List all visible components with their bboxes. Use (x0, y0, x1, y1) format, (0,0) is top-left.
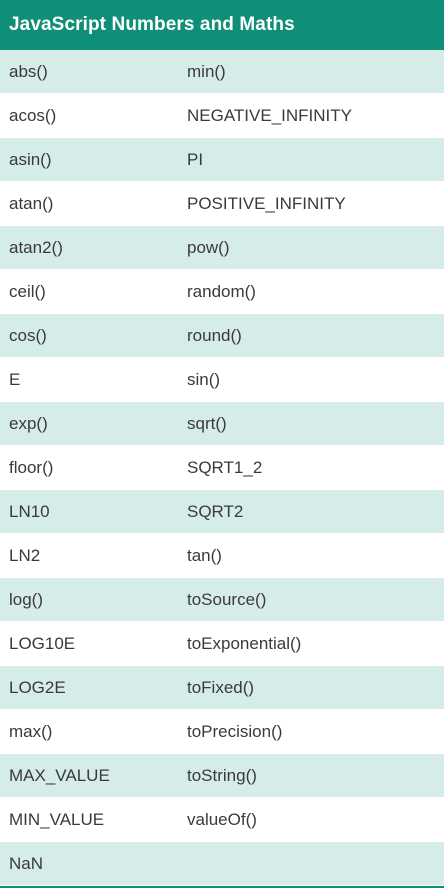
table-body: abs() min() acos() NEGATIVE_INFINITY asin() P… (0, 50, 444, 886)
table-row: LN2 tan() (0, 534, 444, 578)
table-row: LN10 SQRT2 (0, 490, 444, 534)
table-cell-left: LOG10E (9, 633, 76, 653)
table-cell-left: max() (9, 721, 53, 741)
table-cell-left: E (9, 369, 21, 389)
table-row: cos() round() (0, 314, 444, 358)
table-row: max() toPrecision() (0, 710, 444, 754)
table-cell-right: POSITIVE_INFINITY (187, 193, 346, 213)
table-cell-right: toPrecision() (187, 721, 283, 741)
table-cell-left: LOG2E (9, 677, 66, 697)
table-row: abs() min() (0, 50, 444, 94)
table-cell-left: asin() (9, 149, 52, 169)
table-cell-left: MAX_VALUE (9, 765, 110, 785)
table-row: log() toSource() (0, 578, 444, 622)
table-row: MIN_VALUE valueOf() (0, 798, 444, 842)
table-cell-right: valueOf() (187, 809, 257, 829)
table-row: exp() sqrt() (0, 402, 444, 446)
table-cell-right: sin() (187, 369, 221, 389)
table-cell-left: exp() (9, 413, 48, 433)
table-row: LOG2E toFixed() (0, 666, 444, 710)
table-row: atan() POSITIVE_INFINITY (0, 182, 444, 226)
table-row: LOG10E toExponential() (0, 622, 444, 666)
table-row: NaN (0, 842, 444, 886)
table-cell-right: SQRT1_2 (187, 457, 263, 477)
table-cell-right: toSource() (187, 589, 267, 609)
table-cell-left: atan2() (9, 237, 63, 257)
table-cell-left: NaN (9, 853, 44, 873)
table-cell-right: toExponential() (187, 633, 302, 653)
table-row: floor() SQRT1_2 (0, 446, 444, 490)
table-cell-right: SQRT2 (187, 501, 244, 521)
table-cell-right: toString() (187, 765, 257, 785)
table-row: acos() NEGATIVE_INFINITY (0, 94, 444, 138)
table-cell-left: ceil() (9, 281, 46, 301)
table-title: JavaScript Numbers and Maths (0, 0, 444, 50)
table-row: ceil() random() (0, 270, 444, 314)
table-cell-right: min() (187, 61, 226, 81)
table-cell-left: floor() (9, 457, 54, 477)
table-cell-left: LN10 (9, 501, 50, 521)
table-cell-right: sqrt() (187, 413, 227, 433)
table-cell-left: MIN_VALUE (9, 809, 105, 829)
table-row: atan2() pow() (0, 226, 444, 270)
table-cell-right: toFixed() (187, 677, 255, 697)
table-cell-left: atan() (9, 193, 54, 213)
table-row: asin() PI (0, 138, 444, 182)
table-cell-left: abs() (9, 61, 48, 81)
table-cell-right: pow() (187, 237, 230, 257)
table-cell-right: PI (187, 149, 204, 169)
table-cell-right: random() (187, 281, 256, 301)
table-cell-left: cos() (9, 325, 47, 345)
table-cell-left: log() (9, 589, 44, 609)
table-cell-right: round() (187, 325, 242, 345)
table-cell-right: NEGATIVE_INFINITY (187, 105, 352, 125)
table-cell-right: tan() (187, 545, 222, 565)
table-row: MAX_VALUE toString() (0, 754, 444, 798)
table-cell-left: LN2 (9, 545, 41, 565)
table-cell-left: acos() (9, 105, 57, 125)
